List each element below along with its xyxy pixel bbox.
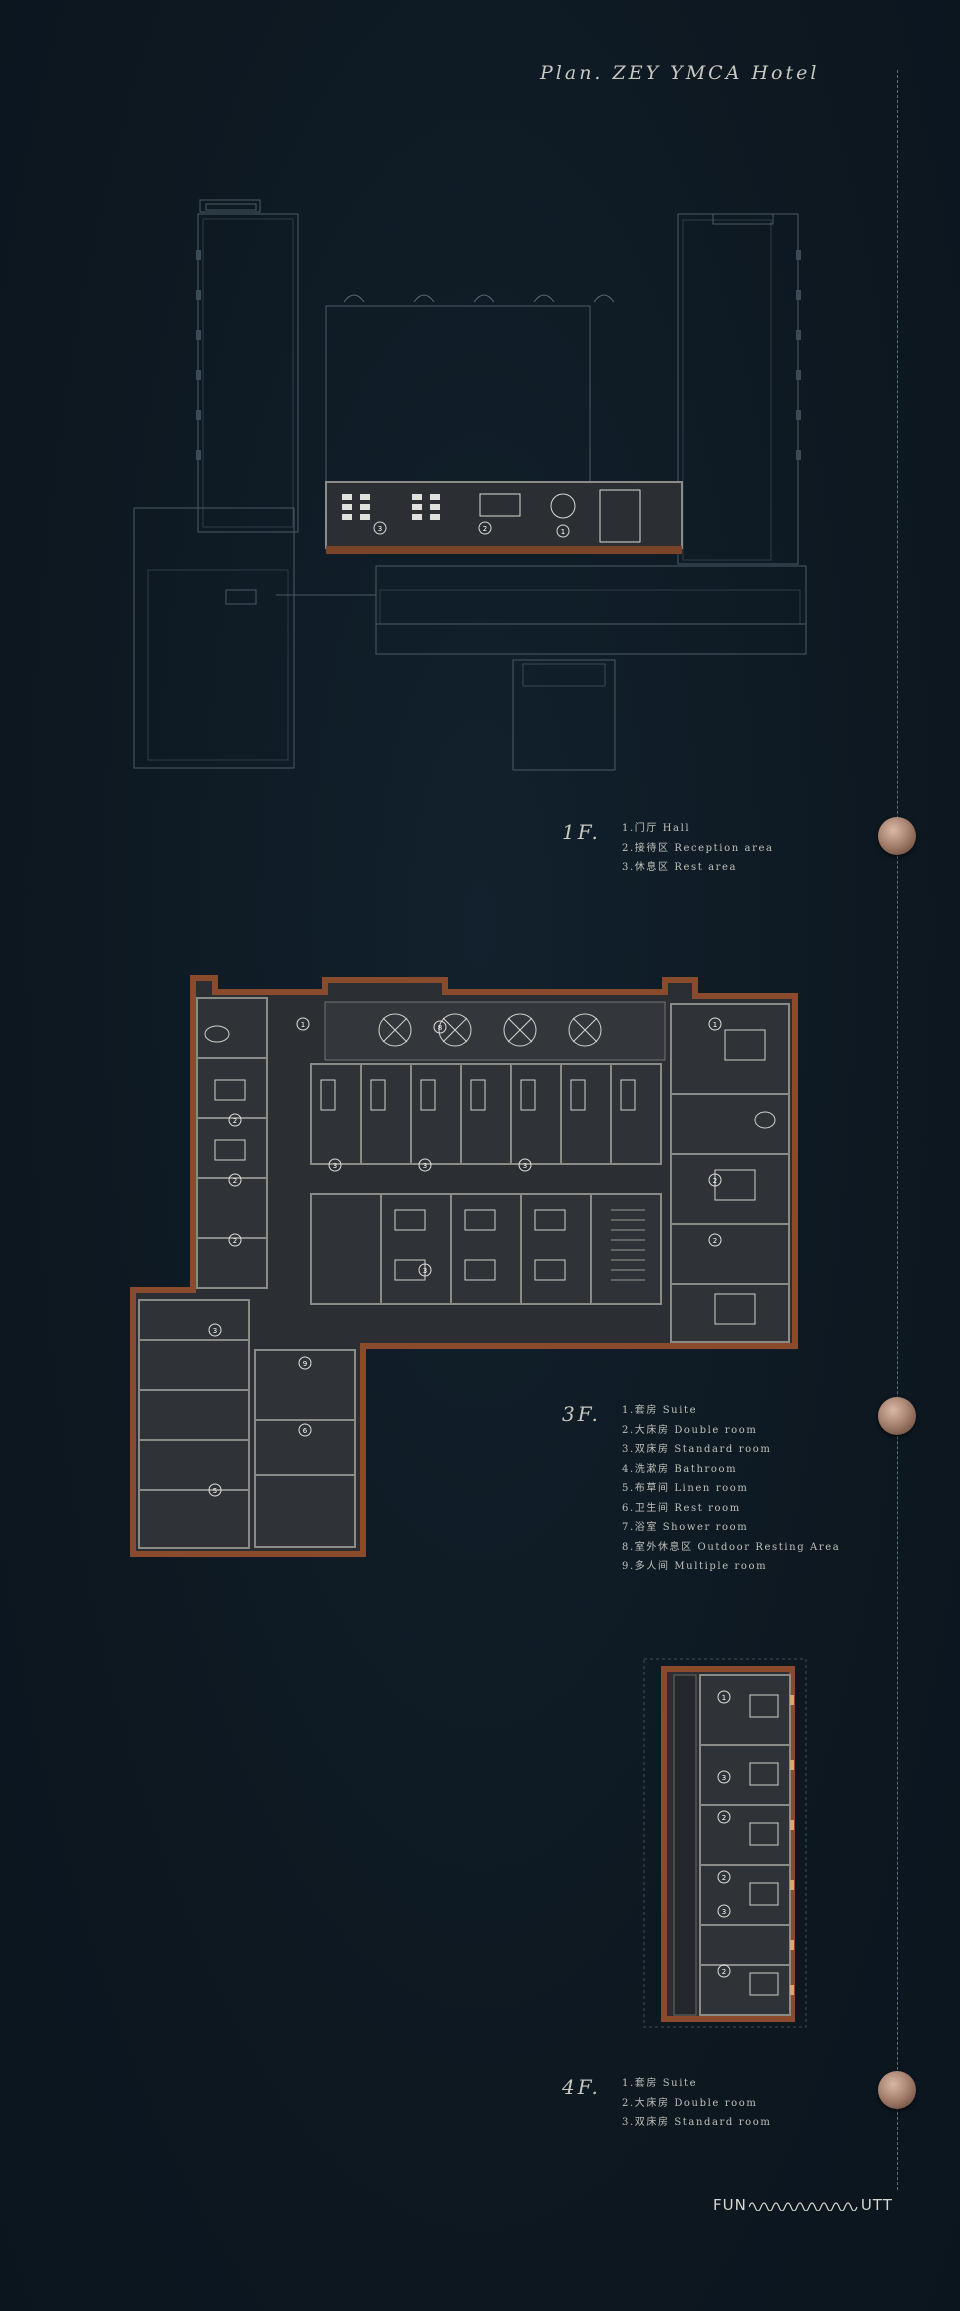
legend-item: 2.大床房 Double room (622, 1424, 758, 1436)
svg-text:2: 2 (722, 1874, 726, 1882)
floor-plan-1f: 3 2 1 (133, 199, 807, 771)
legend-1f: 1.门厅 Hall 2.接待区 Reception area 3.休息区 Res… (622, 819, 774, 878)
svg-text:2: 2 (233, 1177, 237, 1185)
legend-item: 1.套房 Suite (622, 2078, 698, 2089)
svg-text:2: 2 (233, 1117, 237, 1125)
legend-item: 5.布草间 Linen room (622, 1483, 749, 1494)
legend-4f: 1.套房 Suite 2.大床房 Double room 3.双床房 Stand… (622, 2074, 771, 2133)
floor-plan-3f: 1 1 2 2 2 2 2 3 3 3 3 3 9 6 5 8 (130, 975, 798, 1557)
brand-left-text: FUN (713, 2196, 747, 2214)
svg-text:3: 3 (423, 1162, 427, 1170)
svg-text:2: 2 (722, 1968, 726, 1976)
svg-text:5: 5 (213, 1487, 217, 1495)
svg-text:2: 2 (722, 1814, 726, 1822)
timeline-marker-3f[interactable] (878, 1397, 916, 1435)
svg-text:1: 1 (722, 1694, 726, 1702)
svg-text:3: 3 (523, 1162, 527, 1170)
brand-right-text: UTT (860, 2196, 893, 2214)
svg-text:8: 8 (438, 1024, 442, 1032)
svg-text:1: 1 (713, 1021, 717, 1029)
svg-text:2: 2 (713, 1177, 717, 1185)
legend-item: 9.多人间 Multiple room (622, 1561, 768, 1572)
timeline-marker-1f[interactable] (878, 817, 916, 855)
svg-text:3: 3 (378, 525, 382, 533)
legend-item: 3.休息区 Rest area (622, 862, 738, 873)
legend-item: 7.浴室 Shower room (622, 1522, 749, 1533)
legend-3f: 1.套房 Suite 2.大床房 Double room 3.双床房 Stand… (622, 1401, 840, 1577)
legend-item: 6.卫生间 Rest room (622, 1502, 741, 1514)
svg-text:2: 2 (713, 1237, 717, 1245)
legend-item: 1.门厅 Hall (622, 823, 691, 834)
svg-text:3: 3 (333, 1162, 337, 1170)
timeline-dashed-line (897, 70, 898, 2190)
svg-text:9: 9 (303, 1360, 307, 1368)
svg-text:3: 3 (722, 1908, 726, 1916)
legend-item: 8.室外休息区 Outdoor Resting Area (622, 1541, 841, 1553)
svg-text:6: 6 (303, 1427, 308, 1435)
legend-item: 2.接待区 Reception area (622, 842, 774, 854)
floor-label-1f: 1F. (562, 820, 601, 844)
svg-text:1: 1 (561, 528, 565, 536)
brand-logo: FUN UTT (713, 2196, 893, 2214)
legend-item: 1.套房 Suite (622, 1405, 698, 1416)
svg-text:2: 2 (483, 525, 487, 533)
timeline-marker-4f[interactable] (878, 2071, 916, 2109)
svg-text:3: 3 (722, 1774, 726, 1782)
legend-item: 3.双床房 Standard room (622, 1444, 772, 1455)
svg-text:2: 2 (233, 1237, 237, 1245)
legend-item: 3.双床房 Standard room (622, 2117, 772, 2128)
brand-wave-icon (748, 2202, 858, 2211)
legend-item: 4.洗漱房 Bathroom (622, 1463, 738, 1475)
legend-item: 2.大床房 Double room (622, 2097, 758, 2109)
svg-text:3: 3 (213, 1327, 217, 1335)
svg-text:1: 1 (301, 1021, 305, 1029)
floor-label-3f: 3F. (562, 1402, 601, 1426)
page-title: Plan. ZEY YMCA Hotel (540, 62, 820, 84)
svg-text:3: 3 (423, 1267, 427, 1275)
floor-plan-4f: 1 3 2 2 3 2 (643, 1658, 807, 2028)
floor-label-4f: 4F. (562, 2075, 601, 2099)
